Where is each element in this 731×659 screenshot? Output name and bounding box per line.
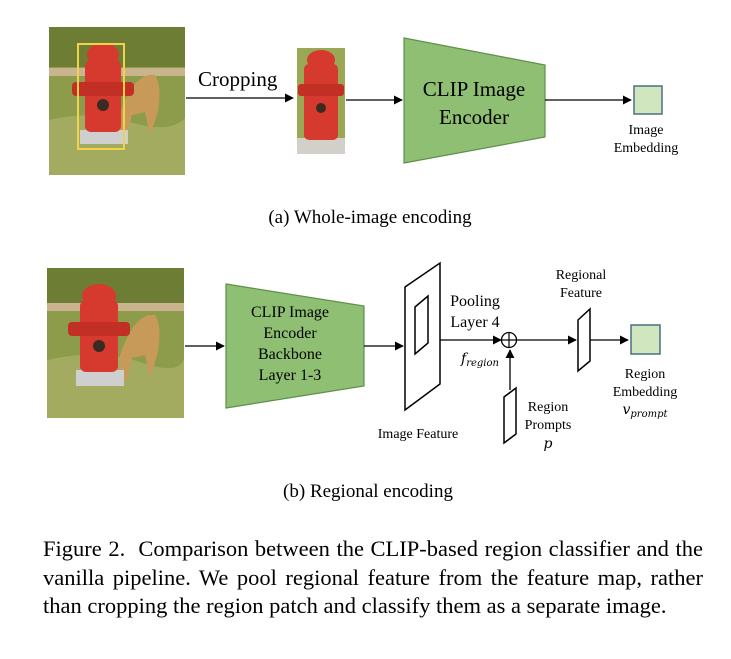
image-embedding-box	[633, 85, 663, 115]
regional-feature-label-1: Regional	[556, 268, 607, 283]
backbone-line-4: Layer 1-3	[259, 367, 322, 384]
region-prompts-shape	[503, 386, 517, 445]
region-embedding-box	[630, 324, 661, 355]
clip-image-encoder	[403, 37, 546, 164]
p-symbol: p	[544, 436, 553, 452]
region-embedding-label-1: Region	[625, 367, 665, 382]
backbone-line-3: Backbone	[258, 346, 322, 363]
image-embedding-label-1: Image	[629, 123, 664, 138]
f-region-label: fregion	[460, 351, 499, 369]
encoder-line-2: Encoder	[439, 105, 509, 129]
sum-node	[500, 331, 518, 349]
v-prompt-label: vprompt	[622, 402, 668, 420]
pooling-label-1: Pooling	[450, 293, 500, 310]
region-in-feature-map	[414, 294, 429, 356]
encoder-line-1: CLIP Image	[423, 77, 525, 101]
source-photo-full	[47, 268, 184, 418]
backbone-line-1: CLIP Image	[251, 304, 329, 321]
cropped-patch	[297, 48, 345, 154]
regional-feature-label-2: Feature	[560, 286, 602, 301]
figure-label: Figure 2.	[43, 536, 126, 561]
pipeline-diagram: Cropping CLIP Image Encoder Image Embedd…	[47, 27, 679, 502]
clip-encoder-backbone	[225, 283, 365, 409]
pooling-label-2: Layer 4	[450, 314, 499, 331]
backbone-line-2: Encoder	[263, 325, 317, 342]
subcaption-b: (b) Regional encoding	[283, 481, 453, 502]
image-embedding-label-2: Embedding	[614, 141, 679, 156]
cropping-label: Cropping	[198, 67, 278, 91]
source-photo	[49, 27, 185, 175]
region-embedding-label-2: Embedding	[613, 385, 678, 400]
image-feature-label: Image Feature	[378, 427, 458, 442]
region-prompts-label-1: Region	[528, 400, 568, 415]
figure-caption-text: Comparison between the CLIP-based region…	[43, 536, 703, 618]
regional-feature-shape	[577, 307, 591, 373]
region-prompts-label-2: Prompts	[525, 418, 572, 433]
subcaption-a: (a) Whole-image encoding	[268, 207, 472, 228]
figure-caption: Figure 2. Comparison between the CLIP-ba…	[43, 535, 703, 621]
